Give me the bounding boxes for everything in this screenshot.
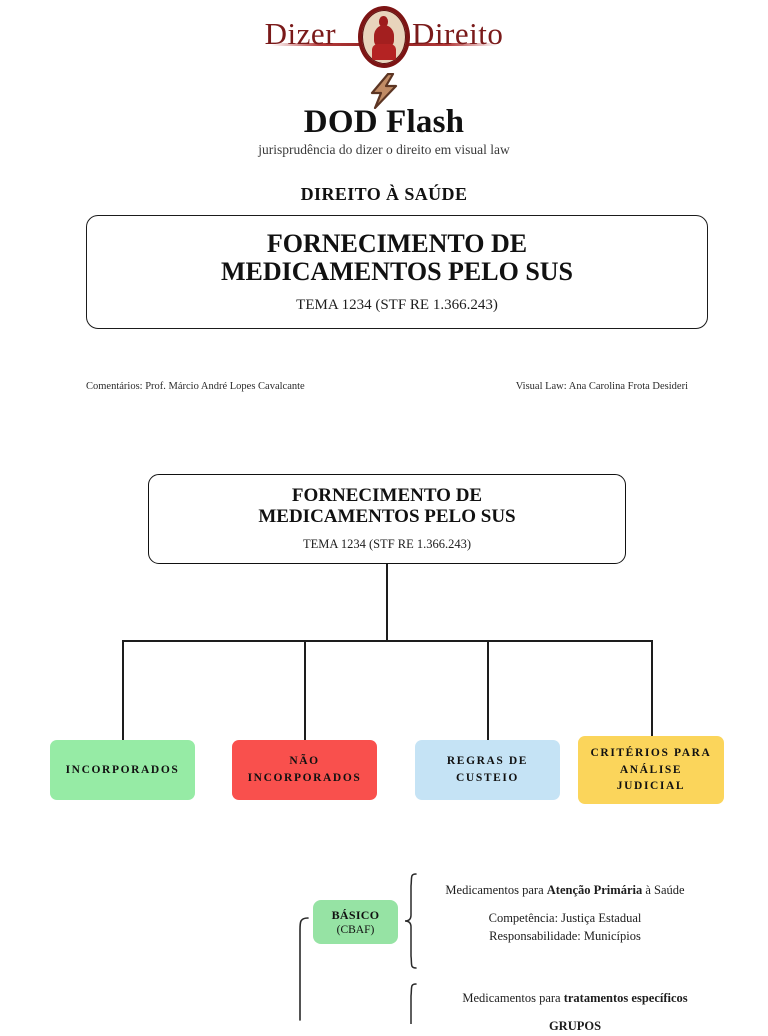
- page-subtitle: jurisprudência do dizer o direito em vis…: [258, 142, 510, 157]
- connector-root-stem: [386, 564, 388, 641]
- title-card-line-1: FORNECIMENTO DE: [266, 228, 528, 258]
- detail-2-line-2: GRUPOS: [548, 1018, 602, 1033]
- detail-line-2: Competência: Justiça Estadual: [488, 910, 642, 925]
- connector-drop-2: [304, 640, 306, 741]
- detail-line-1-post: à Saúde: [642, 883, 685, 897]
- title-card-tema: TEMA 1234 (STF RE 1.366.243): [296, 297, 498, 314]
- detail-pill-name: BÁSICO: [331, 908, 380, 922]
- detail-text-block-2: Medicamentos para tratamentos específico…: [430, 990, 720, 1036]
- category-box-regras-de-custeio[interactable]: REGRAS DE CUSTEIO: [415, 740, 560, 800]
- detail-brace-2: [403, 982, 419, 1025]
- detail-2-line-1: Medicamentos para tratamentos específico…: [430, 990, 720, 1008]
- credits-visual-law: Visual Law: Ana Carolina Frota Desideri: [515, 381, 688, 392]
- flow-root-tema: TEMA 1234 (STF RE 1.366.243): [302, 536, 472, 551]
- detail-pill-basico[interactable]: BÁSICO (CBAF): [313, 900, 398, 944]
- section-heading: DIREITO À SAÚDE: [300, 184, 468, 204]
- connector-drop-4: [651, 640, 653, 737]
- credits: Comentários: Prof. Márcio André Lopes Ca…: [86, 381, 708, 392]
- detail-text-block-1: Medicamentos para Atenção Primária à Saú…: [420, 882, 710, 945]
- detail-line-1-bold: Atenção Primária: [546, 883, 643, 897]
- logo-word-direito: Direito: [412, 15, 504, 51]
- category-label: REGRAS DE CUSTEIO: [446, 755, 529, 784]
- lightning-bolt-icon: [367, 72, 401, 110]
- detail-line-1-pre: Medicamentos para: [445, 883, 547, 897]
- logo-word-dizer: Dizer: [264, 15, 337, 51]
- title-card-line-2: MEDICAMENTOS PELO SUS: [220, 257, 574, 286]
- category-box-criterios-analise-judicial[interactable]: CRITÉRIOS PARA ANÁLISE JUDICIAL: [578, 736, 724, 804]
- page-title: DOD Flash: [303, 104, 465, 140]
- connector-horizontal-bus: [122, 640, 653, 642]
- left-group-brace: [288, 916, 310, 1024]
- connector-drop-1: [122, 640, 124, 741]
- category-label: CRITÉRIOS PARA ANÁLISE JUDICIAL: [590, 746, 712, 793]
- credits-author: Comentários: Prof. Márcio André Lopes Ca…: [86, 381, 305, 392]
- site-logo: Dizer Direito: [0, 4, 768, 68]
- flow-root-node: FORNECIMENTO DE MEDICAMENTOS PELO SUS TE…: [148, 474, 626, 564]
- title-card: FORNECIMENTO DE MEDICAMENTOS PELO SUS TE…: [86, 215, 708, 329]
- category-box-nao-incorporados[interactable]: NÃO INCORPORADOS: [232, 740, 377, 800]
- detail-2-line-1-bold: tratamentos específicos: [563, 991, 688, 1005]
- category-label: NÃO INCORPORADOS: [247, 755, 362, 784]
- detail-line-3: Responsabilidade: Municípios: [489, 928, 641, 943]
- oval-justice-figure-icon: [358, 6, 410, 68]
- detail-line-1: Medicamentos para Atenção Primária à Saú…: [420, 882, 710, 900]
- detail-brace-1: [403, 872, 419, 970]
- detail-2-line-1-pre: Medicamentos para: [462, 991, 564, 1005]
- detail-pill-code: (CBAF): [336, 924, 375, 936]
- connector-drop-3: [487, 640, 489, 741]
- flow-root-line-2: MEDICAMENTOS PELO SUS: [258, 506, 516, 527]
- category-label: INCORPORADOS: [65, 763, 180, 776]
- flow-root-line-1: FORNECIMENTO DE: [291, 485, 483, 507]
- category-box-incorporados[interactable]: INCORPORADOS: [50, 740, 195, 800]
